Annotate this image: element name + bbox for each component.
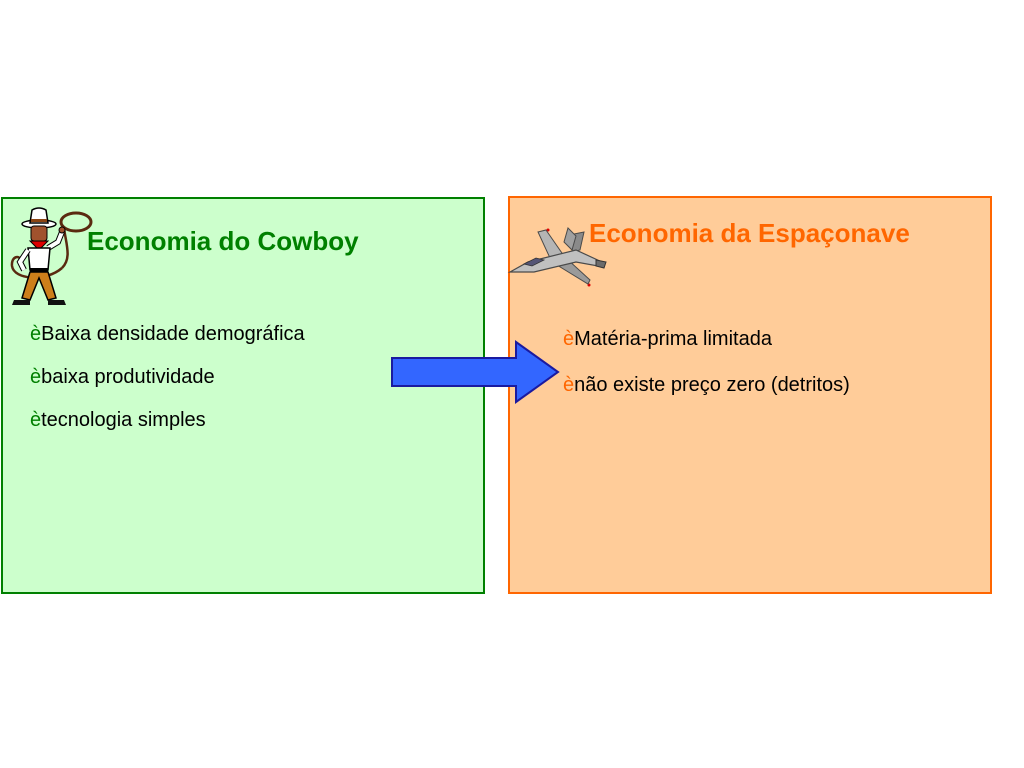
- spaceship-economy-title: Economia da Espaçonave: [589, 218, 910, 248]
- bullet-arrow-icon: è: [563, 374, 575, 396]
- list-item-text: não existe preço zero (detritos): [574, 374, 850, 396]
- list-item-text: Baixa densidade demográfica: [41, 323, 305, 345]
- spaceship-economy-list: èMatéria-prima limitada ènão existe preç…: [563, 329, 850, 421]
- bullet-arrow-icon: è: [563, 328, 575, 350]
- list-item: èbaixa produtividade: [30, 367, 305, 387]
- list-item: èBaixa densidade demográfica: [30, 324, 305, 344]
- cowboy-economy-title: Economia do Cowboy: [87, 226, 359, 256]
- bullet-arrow-icon: è: [30, 409, 42, 431]
- list-item-text: baixa produtividade: [41, 366, 215, 388]
- bullet-arrow-icon: è: [30, 323, 42, 345]
- list-item: ènão existe preço zero (detritos): [563, 375, 850, 395]
- list-item-text: tecnologia simples: [41, 409, 206, 431]
- bullet-arrow-icon: è: [30, 366, 42, 388]
- list-item-text: Matéria-prima limitada: [574, 328, 772, 350]
- cowboy-economy-panel: [1, 197, 485, 594]
- cowboy-economy-list: èBaixa densidade demográfica èbaixa prod…: [30, 324, 305, 453]
- list-item: ètecnologia simples: [30, 410, 305, 430]
- fighter-jet-icon: [507, 227, 607, 287]
- cowboy-lasso-icon: [10, 207, 93, 305]
- list-item: èMatéria-prima limitada: [563, 329, 850, 349]
- right-arrow-icon: [391, 340, 560, 404]
